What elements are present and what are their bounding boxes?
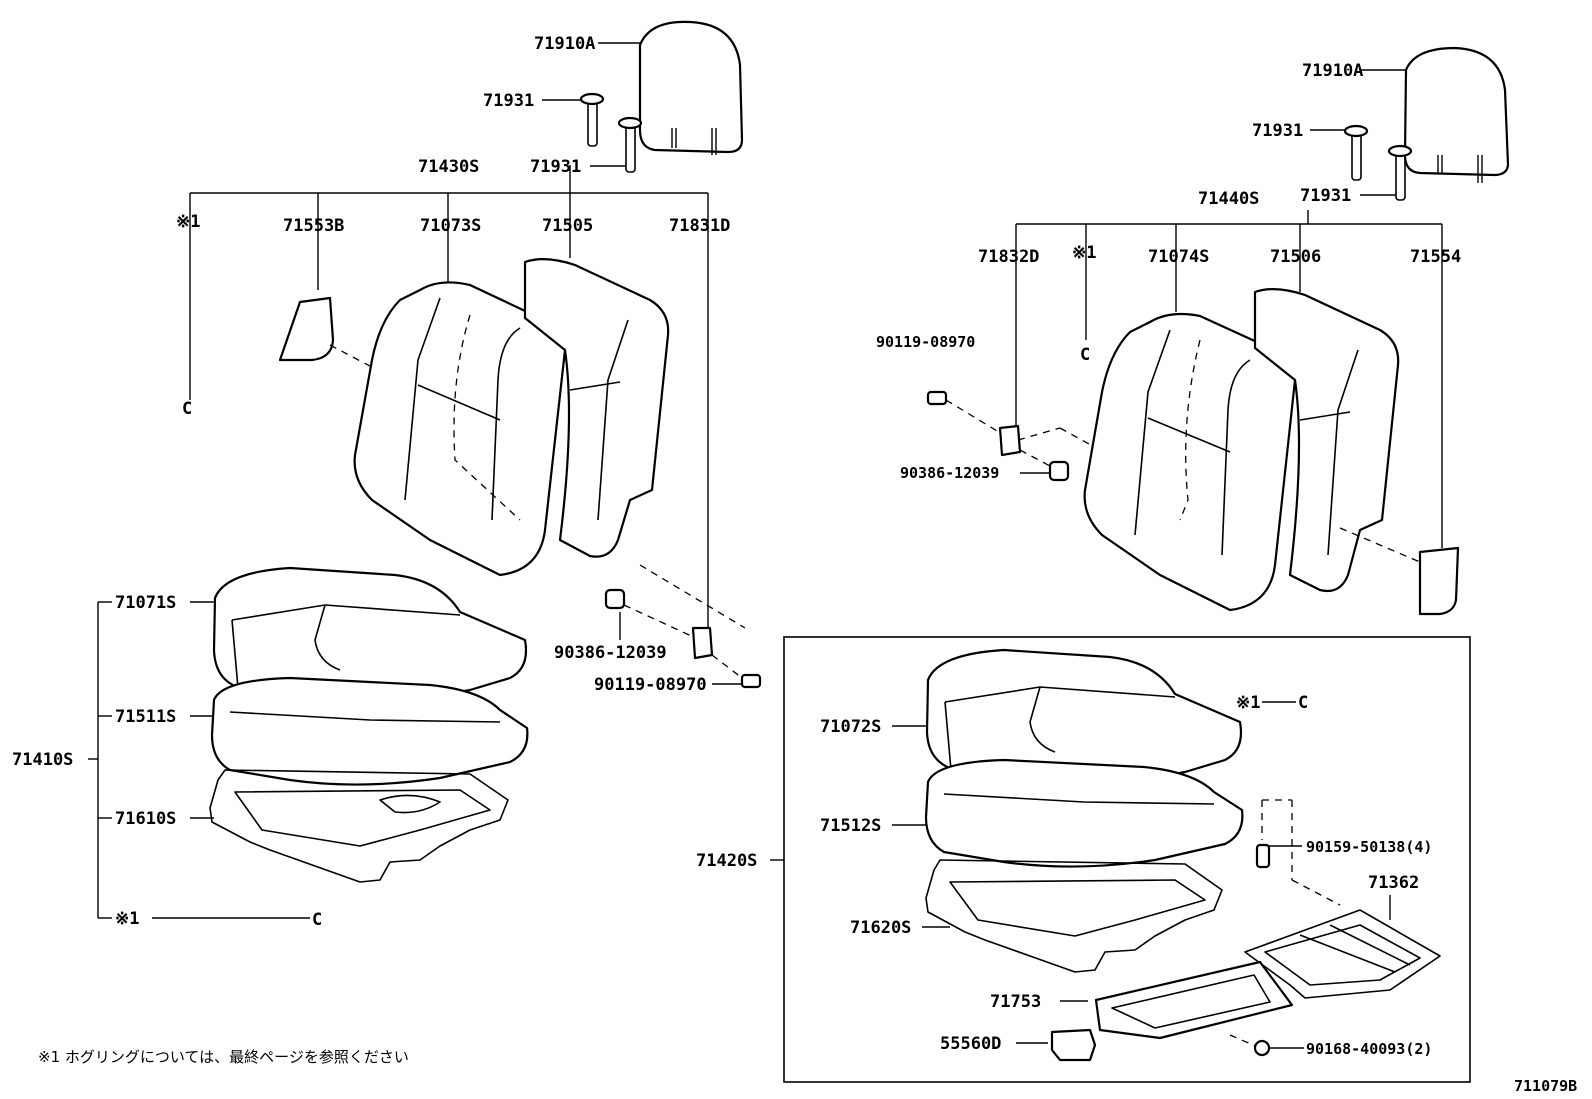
diagram-id: 711079B [1514, 1077, 1577, 1095]
ref-left-c-back: C [182, 399, 192, 419]
label-right-cushion-item-2: 71512S [820, 816, 881, 836]
left-hinge-cover [691, 626, 714, 660]
left-seatback-pad [523, 258, 670, 558]
label-right-bushing: 90386-12039 [900, 464, 999, 482]
label-right-back-item-1: 71832D [978, 247, 1039, 267]
label-left-cushion-item-1: 71071S [115, 593, 176, 613]
left-bolt [740, 673, 762, 689]
label-right-bolt: 90119-08970 [876, 333, 975, 351]
ref-right-c-cushion: C [1298, 693, 1308, 713]
label-right-support-b: 71931 [1300, 186, 1351, 206]
label-right-cushion-item-3: 71620S [850, 918, 911, 938]
ref-left-c-cushion: C [312, 910, 322, 930]
label-left-support-b: 71931 [530, 157, 581, 177]
label-left-headrest: 71910A [534, 34, 595, 54]
label-left-back-item-1: ※1 [176, 212, 200, 232]
left-cushion-frame [209, 769, 509, 883]
left-cushion-pad [210, 676, 529, 786]
label-right-clip: 90168-40093(2) [1306, 1040, 1432, 1058]
label-right-bolt-b: 90159-50138(4) [1306, 838, 1432, 856]
right-small-bracket [1050, 1028, 1097, 1062]
right-hinge-cover [998, 424, 1022, 457]
label-left-back-item-5: 71831D [669, 216, 730, 236]
right-bushing [1048, 460, 1070, 482]
label-right-headrest: 71910A [1302, 61, 1363, 81]
label-right-back-item-2: ※1 [1072, 243, 1096, 263]
right-headrest [1403, 46, 1510, 183]
right-bolt [926, 390, 948, 406]
left-side-trim [278, 296, 335, 362]
label-right-back-item-4: 71506 [1270, 247, 1321, 267]
label-right-bracket: 71362 [1368, 873, 1419, 893]
right-clip [1253, 1039, 1271, 1057]
label-left-back-assy: 71430S [418, 157, 479, 177]
label-left-support-a: 71931 [483, 91, 534, 111]
label-right-cushion-assy: 71420S [696, 851, 757, 871]
label-left-bushing: 90386-12039 [554, 643, 667, 663]
label-left-cushion-assy: 71410S [12, 750, 73, 770]
label-right-support-a: 71931 [1252, 121, 1303, 141]
right-bolt-b [1255, 843, 1271, 869]
label-left-bolt: 90119-08970 [594, 675, 707, 695]
ref-right-c-back: C [1080, 345, 1090, 365]
left-seatback-cover [353, 281, 567, 577]
left-headrest-supports [579, 92, 643, 173]
label-left-cushion-item-3: 71610S [115, 809, 176, 829]
left-headrest [638, 20, 744, 155]
label-left-back-item-3: 71073S [420, 216, 481, 236]
footnote: ※1 ホグリングについては、最終ページを参照ください [38, 1048, 409, 1066]
label-right-back-item-5: 71554 [1410, 247, 1461, 267]
label-right-cushion-item-4: 71753 [990, 992, 1041, 1012]
label-right-cushion-item-1: 71072S [820, 717, 881, 737]
label-left-back-item-2: 71553B [283, 216, 344, 236]
label-left-cushion-item-2: 71511S [115, 707, 176, 727]
label-left-back-item-4: 71505 [542, 216, 593, 236]
label-right-hog-ring-ref: ※1 [1236, 693, 1260, 713]
right-cushion-pad [924, 758, 1244, 868]
right-bracket [1244, 909, 1441, 999]
right-headrest-supports [1343, 124, 1413, 201]
right-seatback-pad [1253, 288, 1400, 593]
right-seatback-cover [1083, 312, 1297, 612]
label-right-cushion-item-5: 55560D [940, 1034, 1001, 1054]
left-bushing [604, 588, 626, 610]
label-right-back-item-3: 71074S [1148, 247, 1209, 267]
right-tray [1094, 960, 1294, 1040]
right-cushion-frame [925, 859, 1223, 973]
label-left-cushion-item-4: ※1 [115, 909, 139, 929]
label-right-back-assy: 71440S [1198, 189, 1259, 209]
right-side-trim [1418, 546, 1460, 616]
